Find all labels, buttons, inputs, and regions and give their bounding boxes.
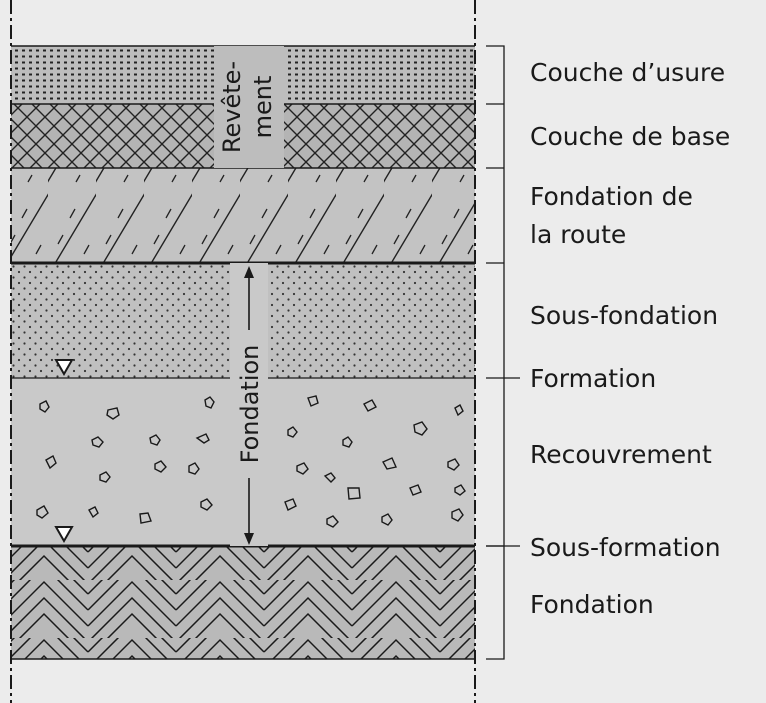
label-couche-usure: Couche d’usure xyxy=(530,58,725,87)
label-sous-formation: Sous-formation xyxy=(530,533,721,562)
label-formation: Formation xyxy=(530,364,656,393)
revetement-label-box xyxy=(214,46,284,168)
water-level-icon xyxy=(54,526,74,544)
revetement-label-line1: Revête- xyxy=(218,61,246,153)
label-fondation-route-line2: la route xyxy=(530,220,626,249)
side-borders xyxy=(10,0,476,703)
fondation-arrow xyxy=(244,266,254,545)
revetement-label-line2: ment xyxy=(249,76,277,139)
layer-brackets xyxy=(486,45,520,660)
layer-fondation xyxy=(11,546,475,659)
label-couche-base: Couche de base xyxy=(530,122,730,151)
water-level-icon xyxy=(54,359,74,377)
label-sous-fondation: Sous-fondation xyxy=(530,301,718,330)
label-fondation: Fondation xyxy=(530,590,654,619)
layer-fondation-route xyxy=(11,168,475,263)
label-recouvrement: Recouvrement xyxy=(530,440,712,469)
label-fondation-route-line1: Fondation de xyxy=(530,182,693,211)
recouvrement-stones xyxy=(36,395,466,528)
fondation-vertical-label: Fondation xyxy=(236,345,264,464)
